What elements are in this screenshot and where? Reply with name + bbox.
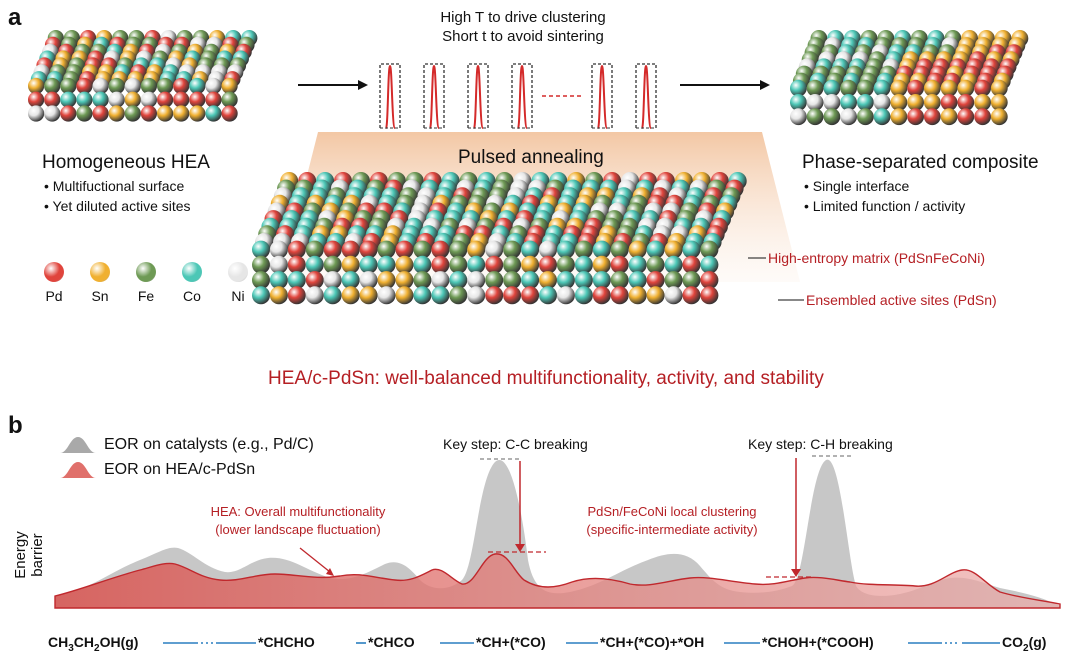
final-part-1: CO [1002,634,1023,650]
pathway-step-2: *CHCO [368,634,415,650]
local-clustering-annotation: PdSn/FeCoNi local clustering (specific-i… [552,503,792,539]
pathway-start: CH3CH2OH(g) [48,634,138,654]
key-step-cc: Key step: C-C breaking [443,436,588,452]
hea-annotation-line-1: HEA: Overall multifunctionality [178,503,418,521]
hea-annotation-line-2: (lower landscape fluctuation) [178,521,418,539]
hea-landscape [55,554,1060,608]
pathway-step-5: *CHOH+(*COOH) [762,634,874,650]
start-part-2: CH [74,634,94,650]
pathway-step-4: *CH+(*CO)+*OH [600,634,704,650]
local-annotation-line-1: PdSn/FeCoNi local clustering [552,503,792,521]
final-part-2: (g) [1029,634,1047,650]
local-annotation-line-2: (specific-intermediate activity) [552,521,792,539]
start-part-1: CH [48,634,68,650]
pathway-step-3: *CH+(*CO) [476,634,546,650]
start-part-3: OH(g) [100,634,139,650]
pathway-step-1: *CHCHO [258,634,315,650]
hea-annotation: HEA: Overall multifunctionality (lower l… [178,503,418,539]
key-step-ch: Key step: C-H breaking [748,436,893,452]
pathway-final: CO2(g) [1002,634,1046,654]
